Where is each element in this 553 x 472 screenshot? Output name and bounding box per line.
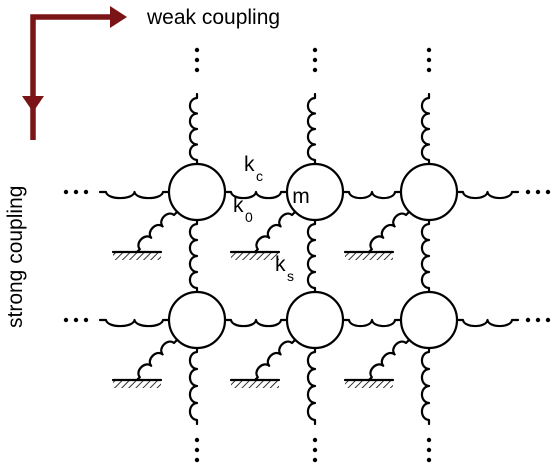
ellipsis-dot	[312, 457, 318, 463]
horizontal-spring-left-edge	[98, 190, 171, 200]
axis-arrows	[22, 6, 127, 140]
vertical-spring-middle	[188, 218, 199, 294]
ellipsis-dot	[426, 47, 432, 53]
ellipsis-dot	[194, 437, 200, 443]
ellipsis-dot	[312, 57, 318, 63]
ellipsis-left	[63, 317, 89, 323]
horizontal-spring-right-edge	[455, 318, 520, 328]
ellipsis-dot	[426, 457, 432, 463]
ellipsis-dot	[73, 189, 79, 195]
ellipsis-dot	[535, 317, 541, 323]
horizontal-spring	[223, 190, 289, 200]
vertical-spring-top	[420, 92, 431, 166]
strong-coupling-arrowhead	[22, 96, 44, 112]
ground-hatch	[345, 252, 393, 260]
ground-hatch	[113, 380, 161, 388]
ground-hatch	[231, 252, 279, 260]
ellipsis-dot	[312, 447, 318, 453]
ellipsis-top	[312, 47, 318, 73]
horizontal-spring-right-edge	[455, 190, 520, 200]
ellipsis-dot	[194, 67, 200, 73]
ellipsis-dot	[194, 447, 200, 453]
ellipsis-dot	[525, 189, 531, 195]
ellipsis-dot	[73, 317, 79, 323]
ellipsis-dot	[525, 317, 531, 323]
ellipsis-bottom	[194, 437, 200, 463]
mass-spring-lattice	[63, 47, 551, 463]
ellipsis-dot	[83, 189, 89, 195]
ellipsis-dot	[426, 57, 432, 63]
vertical-spring-bottom	[420, 346, 431, 426]
ellipsis-bottom	[312, 437, 318, 463]
ground-spring	[367, 339, 410, 382]
weak-coupling-arrowhead	[110, 6, 127, 28]
mass-circle	[285, 290, 345, 350]
ellipsis-dot	[312, 47, 318, 53]
ellipsis-dot	[545, 317, 551, 323]
k0-subscript: 0	[245, 209, 253, 225]
weak-coupling-arrow	[30, 14, 112, 140]
strong-coupling-label: strong coupling	[4, 186, 27, 328]
vertical-spring-bottom	[188, 346, 199, 426]
ellipsis-dot	[545, 189, 551, 195]
ks-label: k	[275, 253, 286, 276]
ground-hatch	[231, 380, 279, 388]
ellipsis-dot	[426, 447, 432, 453]
mass-circle	[399, 162, 459, 222]
kc-subscript: c	[256, 168, 263, 184]
ellipsis-right	[525, 189, 551, 195]
weak-coupling-label: weak coupling	[146, 6, 280, 29]
ellipsis-top	[426, 47, 432, 73]
ellipsis-dot	[312, 67, 318, 73]
ellipsis-dot	[63, 317, 69, 323]
ellipsis-right	[525, 317, 551, 323]
ellipsis-dot	[312, 437, 318, 443]
vertical-spring-middle	[306, 218, 317, 294]
ellipsis-top	[194, 47, 200, 73]
ground-spring	[135, 339, 178, 382]
k0-label: k	[233, 194, 244, 217]
ellipsis-dot	[194, 457, 200, 463]
vertical-spring-top	[188, 92, 199, 166]
ellipsis-dot	[426, 67, 432, 73]
ground-spring	[253, 211, 296, 254]
ellipsis-dot	[194, 47, 200, 53]
ellipsis-dot	[426, 437, 432, 443]
horizontal-spring	[341, 318, 403, 328]
mass-circle	[285, 162, 345, 222]
ground-hatch	[113, 252, 161, 260]
mass-circle	[167, 162, 227, 222]
ground-hatch	[345, 380, 393, 388]
ellipsis-dot	[535, 189, 541, 195]
ellipsis-dot	[83, 317, 89, 323]
kc-label: k	[244, 153, 255, 176]
ellipsis-bottom	[426, 437, 432, 463]
vertical-spring-middle	[420, 218, 431, 294]
mass-label: m	[292, 185, 310, 208]
ellipsis-dot	[194, 57, 200, 63]
vertical-spring-top	[306, 92, 317, 166]
horizontal-spring-left-edge	[98, 318, 171, 328]
ellipsis-left	[63, 189, 89, 195]
mass-circle	[399, 290, 459, 350]
vertical-spring-bottom	[306, 346, 317, 426]
ground-spring	[367, 211, 410, 254]
horizontal-spring	[223, 318, 289, 328]
ellipsis-dot	[63, 189, 69, 195]
ground-spring	[253, 339, 296, 382]
horizontal-spring	[341, 190, 403, 200]
parameter-labels: m k c k 0 k s	[233, 153, 310, 284]
ks-subscript: s	[287, 268, 294, 284]
mass-circle	[167, 290, 227, 350]
ground-spring	[135, 211, 178, 254]
